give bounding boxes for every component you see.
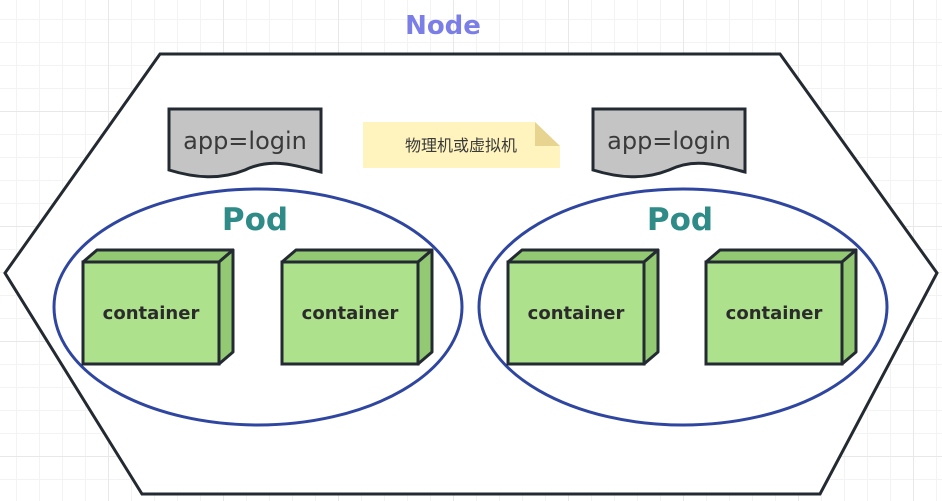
pod-ellipse (477, 187, 889, 427)
node-title: Node (405, 11, 481, 41)
pod-label-text: app=login (607, 127, 731, 155)
container-box: container (506, 248, 660, 366)
container-front-face (280, 260, 420, 366)
label-tag-shape (167, 107, 323, 179)
container-side-face (642, 248, 660, 366)
pod-label-text: app=login (183, 127, 307, 155)
container-side-face (217, 248, 235, 366)
pod-group: app=login Pod container container (52, 107, 464, 427)
pod-name: Pod (647, 202, 713, 238)
container-label: container (528, 303, 625, 324)
container-box: container (81, 248, 235, 366)
pod-name: Pod (222, 202, 288, 238)
container-label: container (302, 303, 399, 324)
container-label: container (103, 303, 200, 324)
container-label: container (726, 303, 823, 324)
container-top-face (704, 248, 858, 264)
container-side-face (840, 248, 858, 366)
note-body (363, 122, 560, 168)
container-box: container (280, 248, 434, 366)
pod-label-tag: app=login (591, 107, 747, 179)
label-tag-shape (591, 107, 747, 179)
pod-ellipse (52, 187, 464, 427)
container-front-face (81, 260, 221, 366)
container-side-face (416, 248, 434, 366)
container-top-face (280, 248, 434, 264)
container-top-face (81, 248, 235, 264)
container-top-face (506, 248, 660, 264)
container-box: container (704, 248, 858, 366)
note-text: 物理机或虚拟机 (405, 136, 517, 155)
note-fold (535, 122, 560, 146)
container-front-face (506, 260, 646, 366)
pod-group: app=login Pod container container (477, 107, 889, 427)
pod-label-tag: app=login (167, 107, 323, 179)
container-front-face (704, 260, 844, 366)
note: 物理机或虚拟机 (363, 122, 560, 168)
